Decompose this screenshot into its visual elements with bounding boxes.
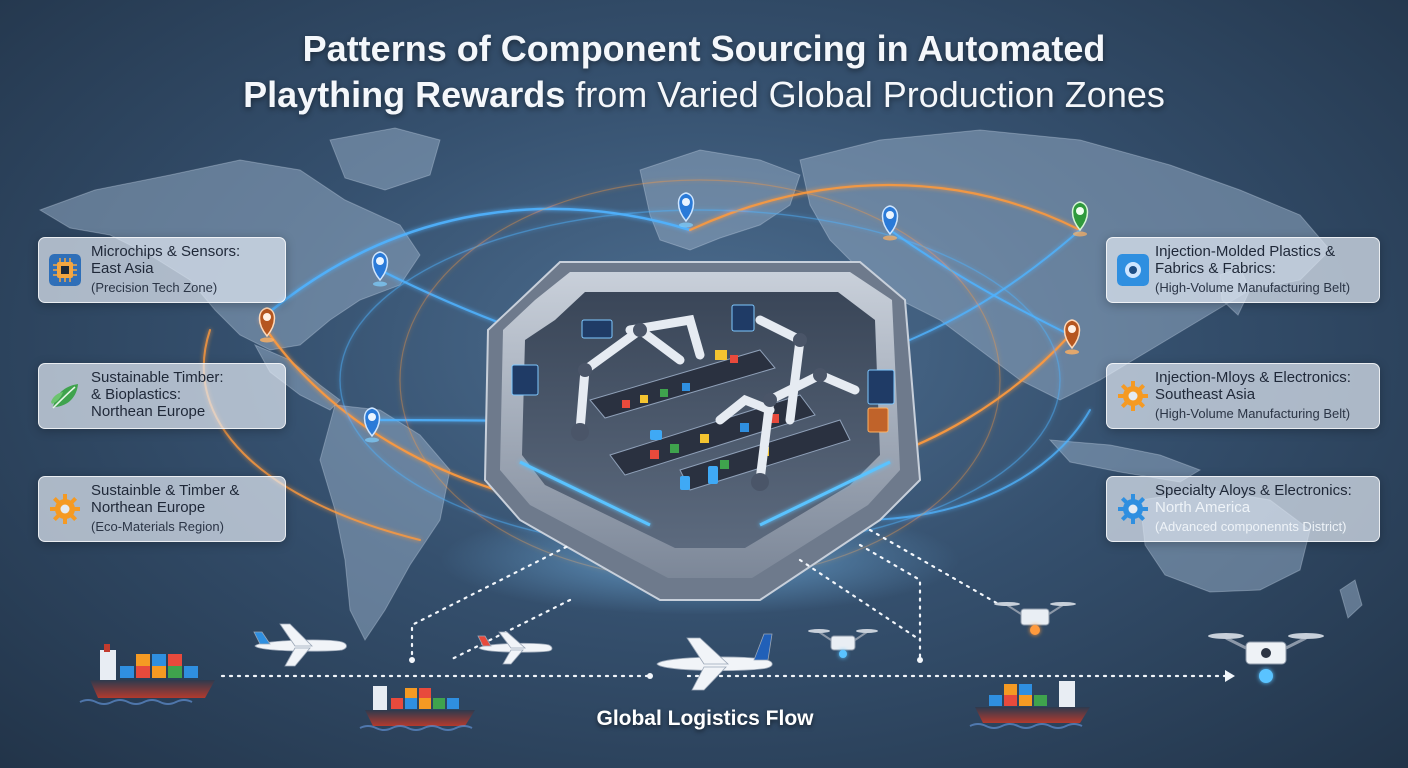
drone-icon — [808, 629, 878, 658]
page-title-line-2: Plaything Rewards from Varied Global Pro… — [0, 72, 1408, 118]
map-pin-icon — [677, 192, 695, 228]
cargo-ship-icon — [365, 686, 475, 726]
microchip-icon — [49, 254, 81, 286]
card-label: Injection-Mloys & Electronics: — [1155, 369, 1351, 386]
logistics-flow-label: Global Logistics Flow — [596, 707, 814, 730]
card-note: (Advanced componennts District) — [1155, 519, 1347, 534]
map-pin-icon — [258, 307, 276, 343]
info-card-eco-materials: Sustainble & Timber & Northean Europe (E… — [38, 476, 286, 542]
card-region: & Bioplastics: — [91, 386, 182, 403]
map-pin-icon — [371, 251, 389, 287]
card-note: Northean Europe — [91, 403, 206, 420]
airplane-icon — [253, 623, 347, 667]
card-note: (Eco-Materials Region) — [91, 519, 224, 534]
card-note: (High-Volume Manufacturing Belt) — [1155, 280, 1351, 295]
drone-icon — [994, 602, 1076, 635]
info-card-plastics: Injection-Molded Plastics & Fabrics & Fa… — [1106, 237, 1380, 303]
south-america — [319, 404, 451, 641]
card-label: Injection-Molded Plastics & — [1155, 243, 1336, 260]
cargo-ship-icon — [975, 681, 1090, 723]
page-title-line-1: Patterns of Component Sourcing in Automa… — [302, 28, 1106, 69]
card-region: Southeast Asia — [1155, 386, 1256, 403]
card-label: Specialty Aloys & Electronics: — [1155, 482, 1352, 499]
map-pin-icon — [881, 205, 899, 241]
location-pins — [258, 192, 1089, 443]
airplane-icon — [477, 631, 553, 665]
title-bold-part: Plaything Rewards — [243, 74, 566, 115]
info-card-southeast-asia: Injection-Mloys & Electronics: Southeast… — [1106, 363, 1380, 429]
toy-parts — [622, 350, 779, 469]
map-pin-icon — [1071, 201, 1089, 237]
water-waves — [79, 699, 1083, 731]
title-plain-part: from Varied Global Production Zones — [565, 74, 1165, 115]
logistics-paths — [220, 528, 1227, 678]
card-label: Sustainble & Timber & — [91, 482, 240, 499]
map-pin-icon — [1063, 319, 1081, 355]
airplane-icon — [656, 633, 773, 691]
new-zealand — [1339, 579, 1363, 619]
card-note: (High-Volume Manufacturing Belt) — [1155, 406, 1351, 421]
plastic-gear-icon — [1117, 254, 1149, 286]
card-label: Microchips & Sensors: — [91, 243, 241, 260]
greenland — [329, 127, 441, 191]
info-card-timber: Sustainable Timber: & Bioplastics: North… — [38, 363, 286, 429]
cargo-ship-icon — [90, 644, 215, 698]
gear-icon — [1118, 494, 1148, 524]
leaf-icon — [51, 384, 78, 409]
card-region: North America — [1155, 499, 1251, 516]
gear-icon — [50, 494, 80, 524]
card-region: Fabrics & Fabrics: — [1155, 260, 1276, 277]
map-pin-icon — [363, 407, 381, 443]
info-card-north-america: Specialty Aloys & Electronics: North Ame… — [1106, 476, 1380, 542]
drone-icon — [1208, 633, 1324, 683]
card-note: (Precision Tech Zone) — [91, 280, 218, 295]
robot-arms — [575, 314, 860, 485]
card-region: East Asia — [91, 260, 154, 277]
card-region: Northean Europe — [91, 499, 206, 516]
card-label: Sustainable Timber: — [91, 369, 224, 386]
info-card-microchips: Microchips & Sensors: East Asia (Precisi… — [38, 237, 286, 303]
automated-factory — [440, 261, 960, 615]
gear-icon — [1118, 381, 1148, 411]
